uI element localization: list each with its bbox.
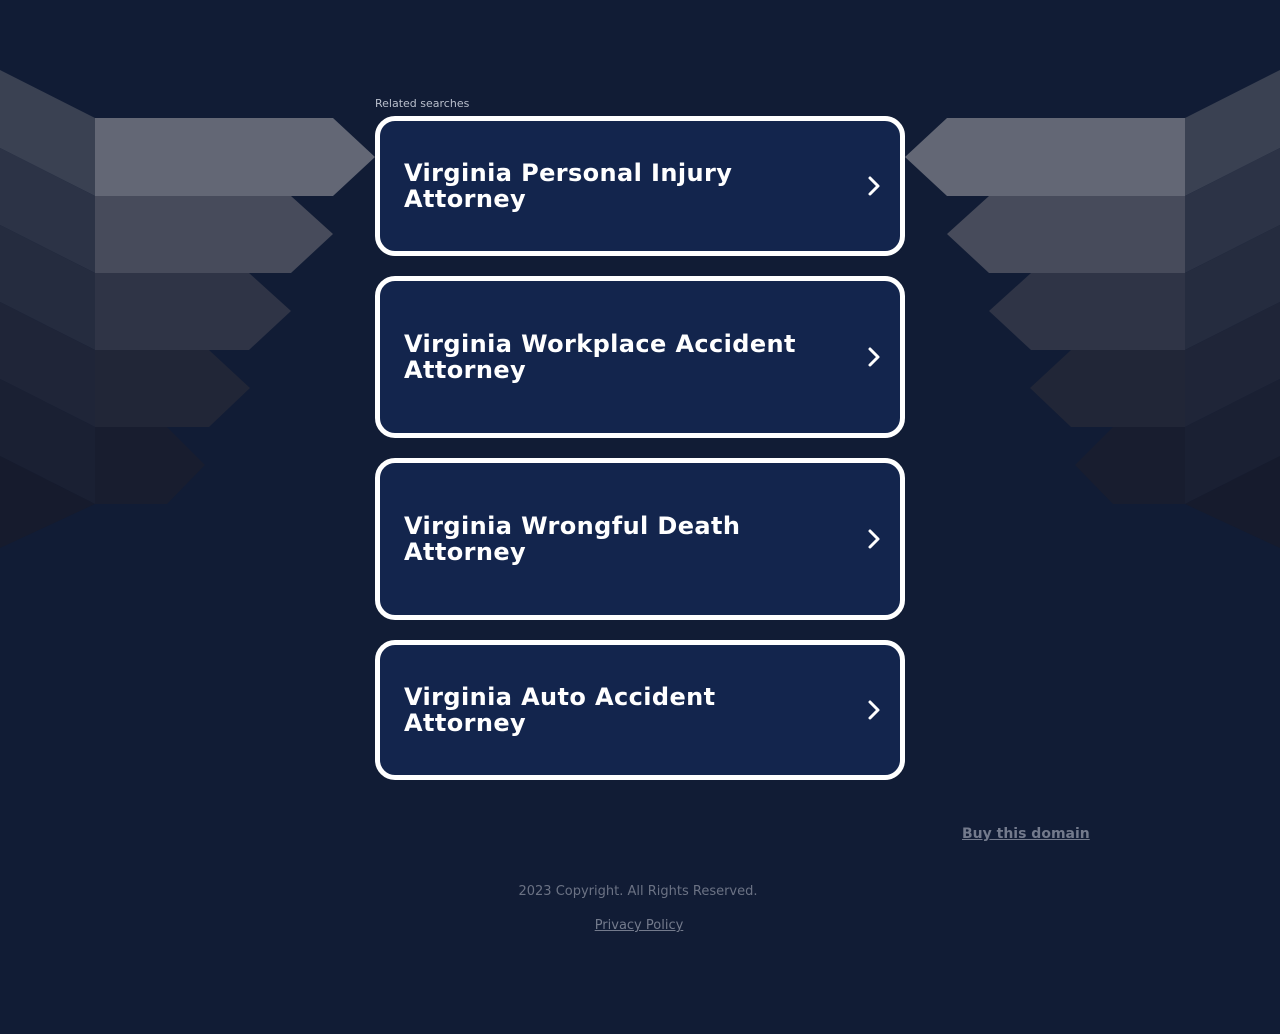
related-search-link[interactable]: Virginia Auto Accident Attorney	[375, 640, 905, 780]
related-search-link[interactable]: Virginia Workplace Accident Attorney	[375, 276, 905, 438]
related-search-label: Virginia Personal Injury Attorney	[404, 159, 733, 213]
privacy-policy-link[interactable]: Privacy Policy	[594, 918, 684, 933]
related-search-link[interactable]: Virginia Wrongful Death Attorney	[375, 458, 905, 620]
related-searches-label: Related searches	[375, 97, 470, 110]
related-search-label: Virginia Workplace Accident Attorney	[404, 330, 796, 384]
related-searches-section: Related searches Virginia Personal Injur…	[375, 96, 905, 800]
chevron-right-icon	[866, 174, 882, 198]
related-search-label: Virginia Auto Accident Attorney	[404, 683, 716, 737]
related-search-label: Virginia Wrongful Death Attorney	[404, 512, 741, 566]
chevron-right-icon	[866, 698, 882, 722]
copyright-text: 2023 Copyright. All Rights Reserved.	[518, 884, 758, 899]
privacy-policy-container: Privacy Policy	[0, 918, 1278, 933]
related-search-link[interactable]: Virginia Personal Injury Attorney	[375, 116, 905, 256]
chevron-right-icon	[866, 345, 882, 369]
chevron-right-icon	[866, 527, 882, 551]
buy-domain-link[interactable]: Buy this domain	[962, 826, 1090, 842]
